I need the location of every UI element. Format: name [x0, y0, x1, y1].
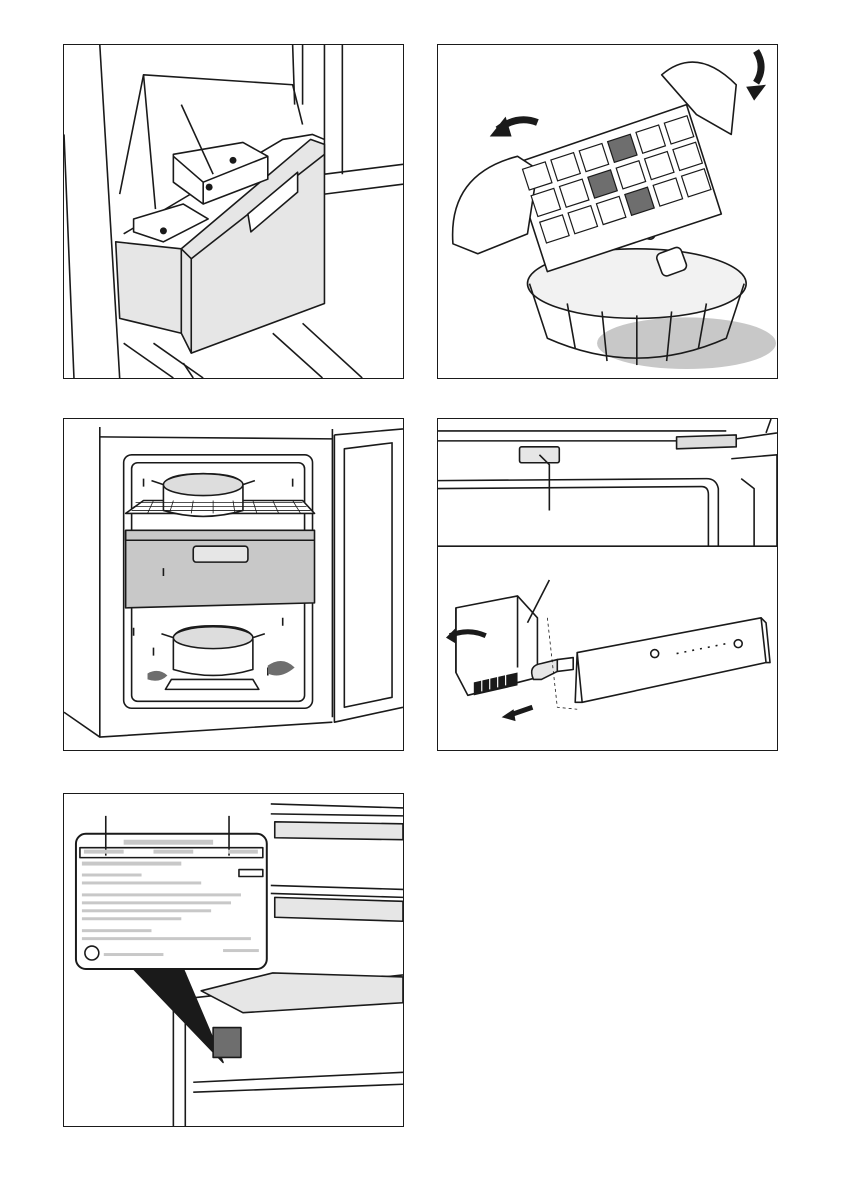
figure-rating-plate	[63, 793, 404, 1127]
defrost-illustration	[64, 419, 403, 750]
ice-tray-illustration	[438, 45, 777, 378]
figure-freezer-drawer	[63, 44, 404, 379]
figure-defrost	[63, 418, 404, 751]
rating-plate-illustration	[64, 794, 403, 1126]
figure-lamp-cover	[437, 418, 778, 751]
freezer-drawer-illustration	[64, 45, 403, 378]
figure-ice-tray	[437, 44, 778, 379]
lamp-cover-illustration	[438, 419, 777, 750]
